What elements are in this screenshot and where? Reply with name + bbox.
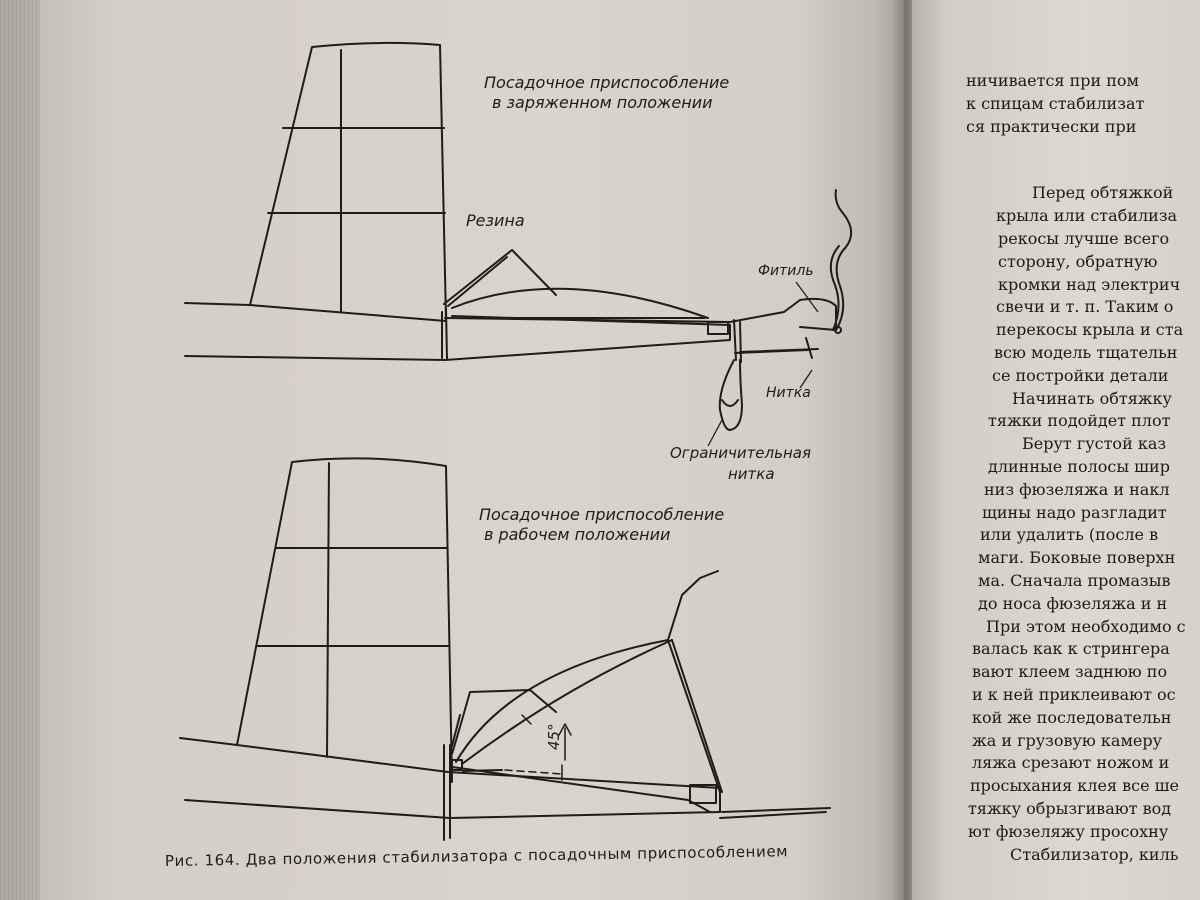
text-line: сторону, обратную xyxy=(998,251,1158,271)
rubber-label: Резина xyxy=(466,211,525,230)
text-line: маги. Боковые поверхн xyxy=(978,548,1176,568)
lower-landing-device xyxy=(443,570,723,841)
paragraph-gap xyxy=(966,138,1200,182)
right-page-text-column: ничивается при пом к спицам стабилизат с… xyxy=(966,70,1200,866)
text-line: кромки над электрич xyxy=(998,274,1181,294)
text-line: ся практически при xyxy=(966,116,1137,136)
text-line: Начинать обтяжку xyxy=(1012,388,1172,408)
upper-landing-device xyxy=(441,249,557,360)
text-line: рекосы лучше всего xyxy=(998,228,1170,248)
charged-title-line1: Посадочное приспособление xyxy=(484,73,729,92)
limit-thread-line2: нитка xyxy=(728,465,775,483)
text-line: перекосы крыла и ста xyxy=(996,320,1184,340)
upper-fuse-holder xyxy=(729,189,853,359)
text-line: низ фюзеляжа и накл xyxy=(984,479,1170,499)
fuse-label: Фитиль xyxy=(758,263,814,279)
text-line: тяжки подойдет плот xyxy=(988,411,1171,431)
upper-stabilizer xyxy=(451,287,731,340)
text-line: Перед обтяжкой xyxy=(1032,183,1174,203)
text-line: и к ней приклеивают ос xyxy=(972,684,1176,704)
text-line: тяжку обрызгивают вод xyxy=(968,798,1172,818)
upper-fuselage xyxy=(184,302,731,361)
working-title-line2: в рабочем положении xyxy=(484,525,670,544)
text-line: се постройки детали xyxy=(992,365,1169,385)
text-line: ничивается при пом xyxy=(966,71,1139,90)
upper-fin xyxy=(249,41,447,321)
angle-indicator xyxy=(504,714,572,781)
technical-figure: Посадочное приспособление в заряженном п… xyxy=(179,41,853,841)
thread-label: Нитка xyxy=(766,385,811,401)
working-title-line1: Посадочное приспособление xyxy=(479,505,724,524)
thread-leader-line xyxy=(799,369,813,389)
text-line: просыхания клея все ше xyxy=(970,776,1179,796)
limit-thread-line1: Ограничительная xyxy=(670,444,811,462)
text-line: Стабилизатор, киль xyxy=(1010,844,1179,864)
text-line: При этом необходимо с xyxy=(986,616,1186,636)
lower-tail-thread xyxy=(719,807,831,819)
text-line: крыла или стабилиза xyxy=(996,206,1178,226)
text-line: щины надо разгладит xyxy=(982,502,1167,522)
lower-stabilizer xyxy=(451,639,717,813)
text-line: вают клеем заднюю по xyxy=(972,662,1168,682)
page-stack-edge xyxy=(0,0,40,900)
text-line: к спицам стабилизат xyxy=(966,93,1145,113)
angle-label: 45° xyxy=(545,723,563,750)
right-page xyxy=(912,0,1200,900)
limit-thread-leader-line xyxy=(707,419,723,447)
text-line: ют фюзеляжу просохну xyxy=(968,821,1169,841)
upper-limit-thread xyxy=(718,319,743,431)
text-line: свечи и т. п. Таким о xyxy=(996,297,1174,317)
text-line: ляжа срезают ножом и xyxy=(972,753,1170,773)
fuse-leader-line xyxy=(795,281,819,313)
text-line: жа и грузовую камеру xyxy=(972,730,1163,750)
text-line: до носа фюзеляжа и н xyxy=(978,593,1168,613)
text-line: кой же последовательн xyxy=(972,707,1172,727)
book-gutter xyxy=(893,0,915,900)
text-line: валась как к стрингера xyxy=(972,639,1170,659)
text-line: или удалить (после в xyxy=(980,525,1159,545)
text-line: всю модель тщательн xyxy=(994,342,1178,362)
text-line: ма. Сначала промазыв xyxy=(978,570,1171,590)
charged-title-line2: в заряженном положении xyxy=(492,93,713,112)
text-line: длинные полосы шир xyxy=(988,456,1170,476)
text-line: Берут густой каз xyxy=(1022,434,1167,454)
lower-fin xyxy=(236,457,453,783)
